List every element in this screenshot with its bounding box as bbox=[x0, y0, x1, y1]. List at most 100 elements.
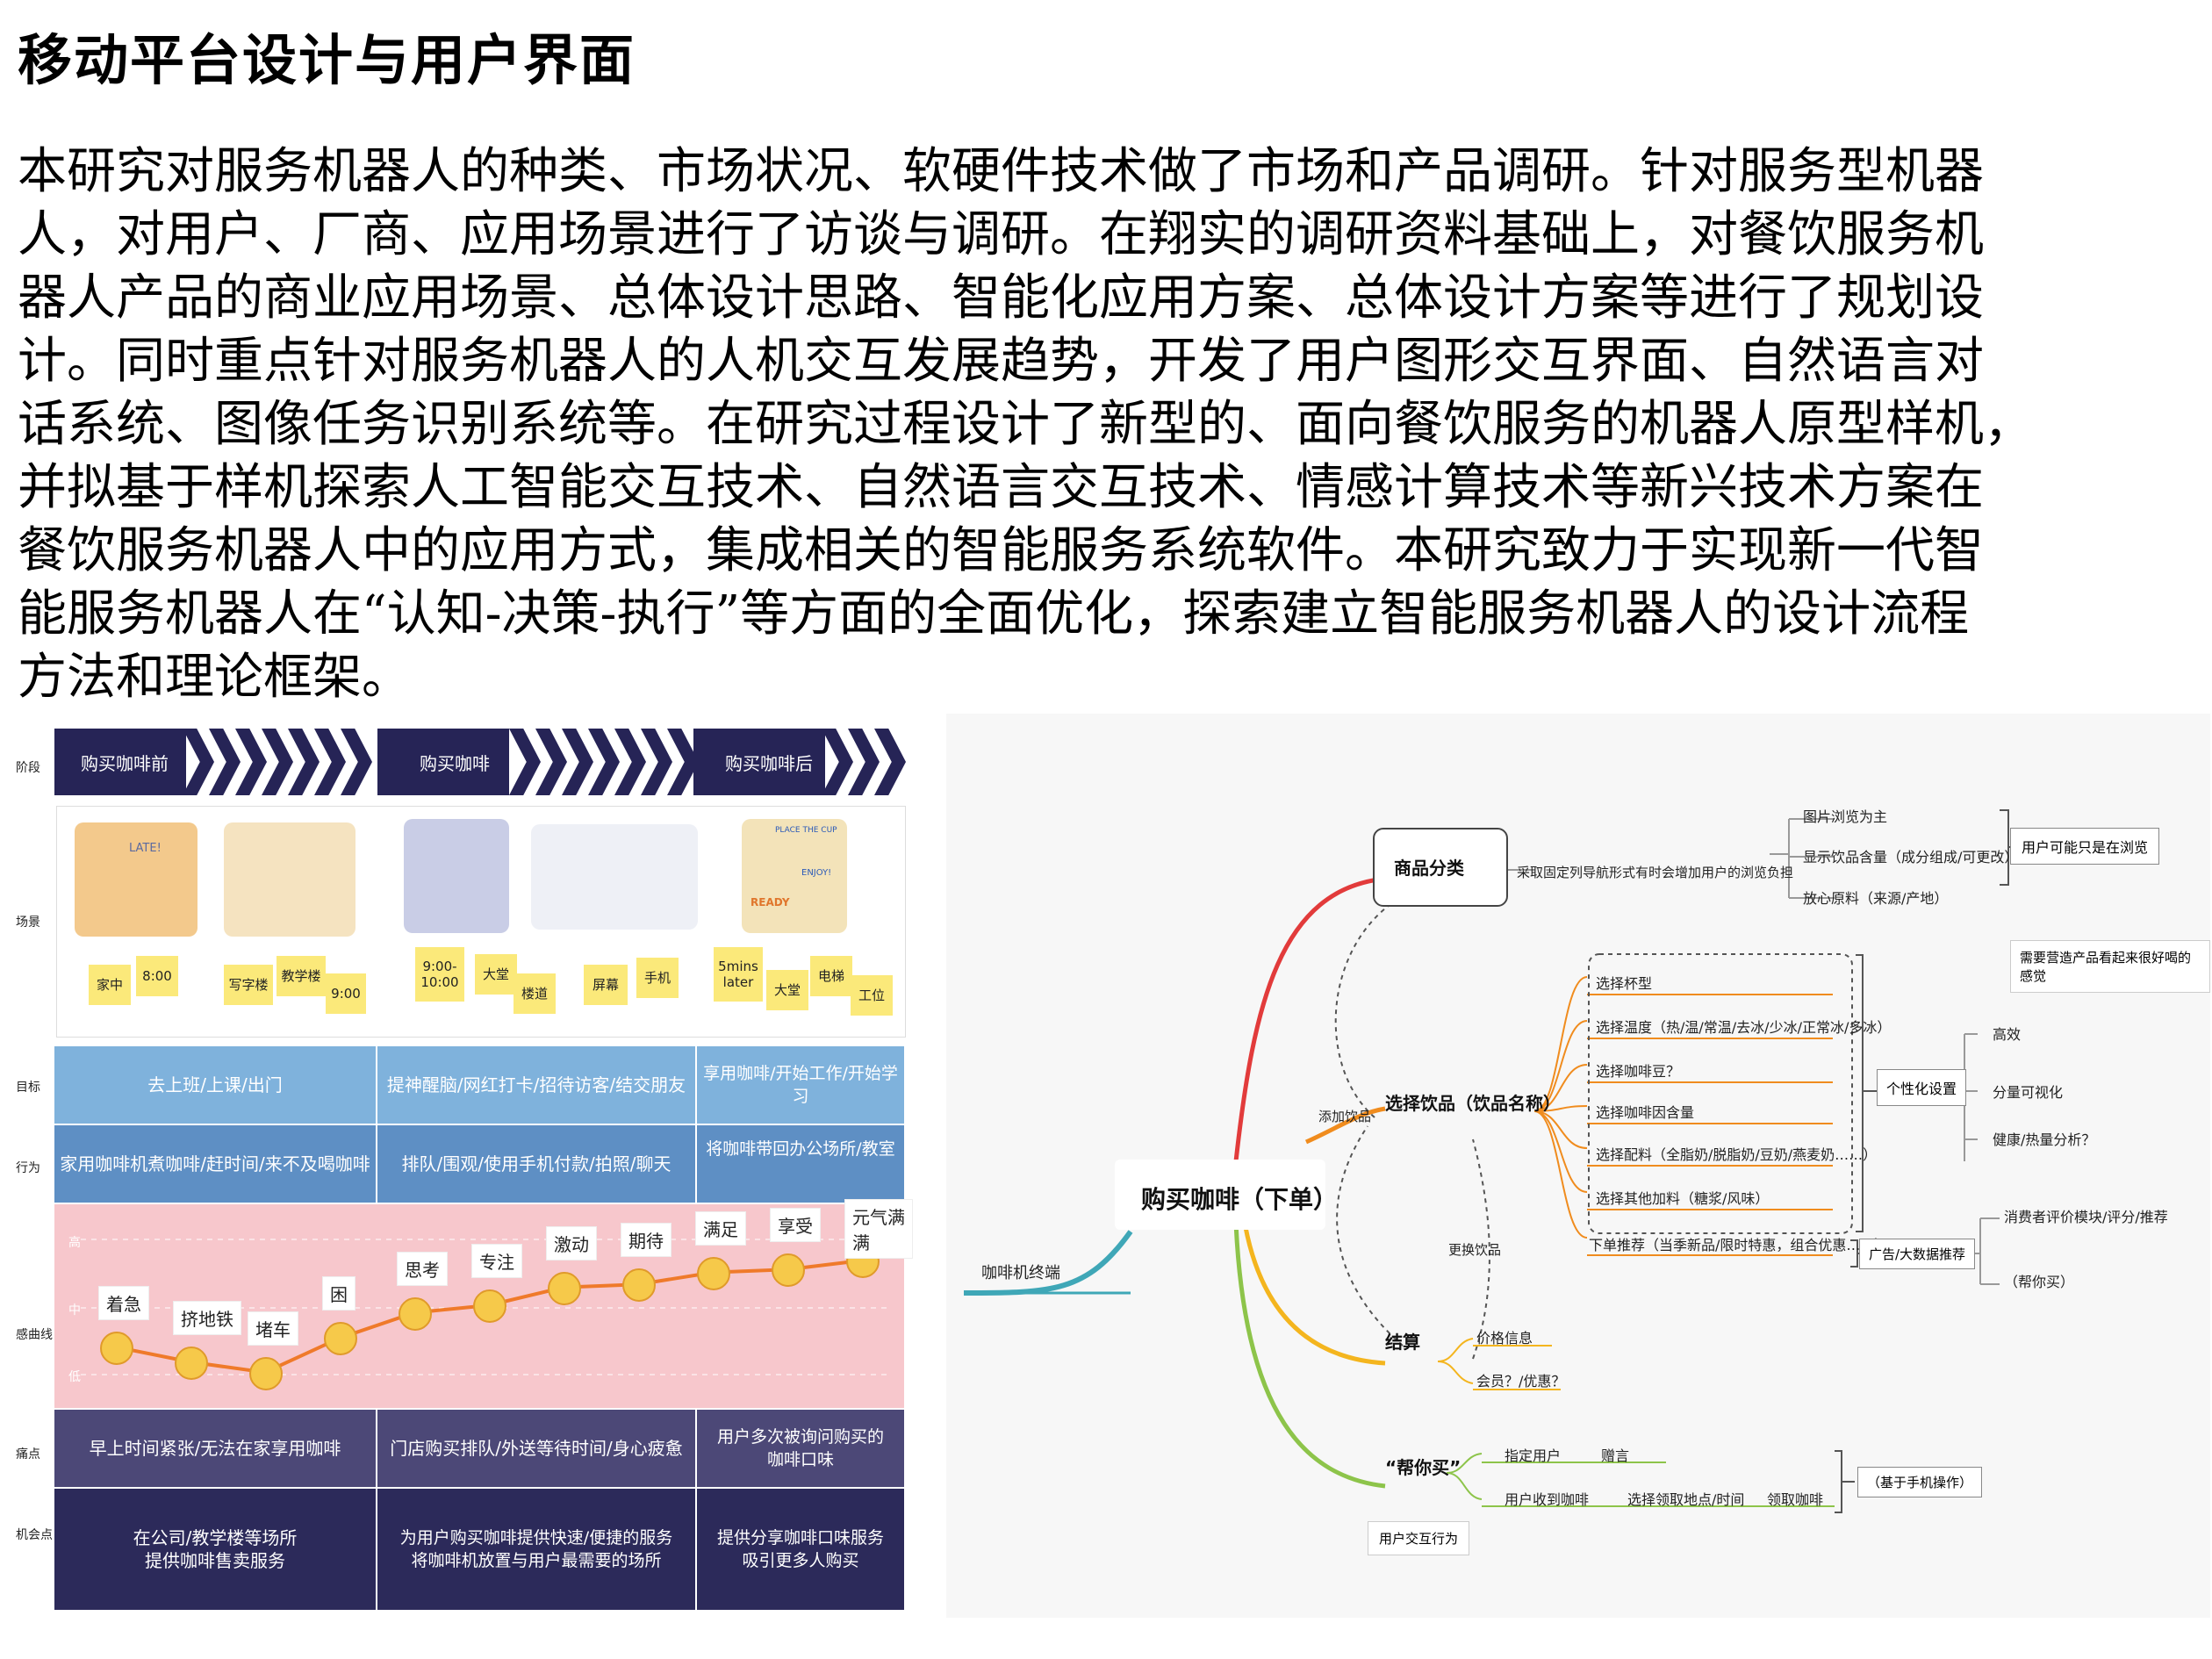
opportunity-cell: 为用户购买咖啡提供快速/便捷的服务 将咖啡机放置与用户最需要的场所 bbox=[377, 1489, 695, 1610]
emotion-label: 挤地铁 bbox=[173, 1300, 241, 1335]
home-coffee-machine-illustration: LATE! bbox=[75, 822, 198, 937]
category-node: 商品分类 bbox=[1373, 828, 1508, 907]
emotion-emoji-icon bbox=[772, 1253, 805, 1288]
root-label: 购买咖啡（下单） bbox=[1141, 1185, 1339, 1214]
scene-sticky: 楼道 bbox=[514, 973, 556, 1014]
emotion-emoji-icon bbox=[399, 1296, 432, 1331]
emotion-scale-mid: 中 bbox=[68, 1304, 81, 1318]
connector-category-items bbox=[1770, 818, 1835, 899]
personal-item: 健康/热量分析？ bbox=[1993, 1131, 2096, 1148]
scene-sticky: 家中 bbox=[89, 965, 131, 1005]
pain-cell: 用户多次被询问购买的 咖啡口味 bbox=[697, 1410, 904, 1487]
connector-change-drink bbox=[1472, 1138, 1490, 1360]
emotion-label: 思考 bbox=[397, 1251, 448, 1286]
scene-sticky: 写字楼 bbox=[224, 965, 273, 1005]
category-item: 放心原料（来源/产地） bbox=[1803, 890, 1949, 907]
choose-item: 选择杯型 bbox=[1596, 975, 1653, 992]
add-drink-label: 添加饮品 bbox=[1318, 1109, 1372, 1124]
goal-cell: 去上班/上课/出门 bbox=[54, 1046, 376, 1124]
category-note: 采取固定列导航形式有时会增加用户的浏览负担 bbox=[1517, 865, 1794, 880]
chevron-icon bbox=[822, 729, 853, 795]
personal-item: 分量可视化 bbox=[1993, 1084, 2064, 1101]
row-label-stage: 阶段 bbox=[16, 761, 40, 775]
connector-choose-items bbox=[1533, 976, 1588, 1239]
scene-text: ENJOY! bbox=[801, 868, 832, 878]
emotion-emoji-icon bbox=[473, 1289, 506, 1323]
scene-text: PLACE THE CUP bbox=[775, 826, 837, 835]
coffee-ready-illustration: PLACE THE CUP READY ENJOY! bbox=[742, 819, 847, 933]
row-label-action: 行为 bbox=[16, 1161, 40, 1175]
emotion-emoji-icon bbox=[697, 1256, 730, 1290]
personal-node: 个性化设置 bbox=[1877, 1069, 1967, 1106]
paragraph-line: 话系统、图像任务识别系统等。在研究过程设计了新型的、面向餐饮服务的机器人原型样机… bbox=[18, 396, 2033, 453]
personal-item: 高效 bbox=[1993, 1026, 2022, 1043]
paragraph-line: 计。同时重点针对服务机器人的人机交互发展趋势，开发了用户图形交互界面、自然语言对 bbox=[18, 333, 1984, 390]
row-label-pain: 痛点 bbox=[16, 1447, 40, 1462]
checkout-underlines bbox=[1473, 1345, 1561, 1390]
scene-text: LATE! bbox=[129, 842, 162, 855]
scene-sticky: 手机 bbox=[636, 958, 679, 998]
emotion-label: 元气满满 bbox=[844, 1199, 913, 1259]
node-terminal: 咖啡机终端 bbox=[981, 1264, 1060, 1282]
checkout-item: 会员？/优惠？ bbox=[1476, 1373, 1566, 1390]
emotion-label: 堵车 bbox=[248, 1311, 298, 1346]
coffee-cart-illustration bbox=[531, 824, 698, 930]
action-cell: 排队/围观/使用手机付款/拍照/聊天 bbox=[377, 1125, 695, 1203]
item-underlines bbox=[1587, 994, 1833, 1256]
row-label-opportunity: 机会点 bbox=[16, 1528, 53, 1542]
ad-node: 广告/大数据推荐 bbox=[1859, 1239, 1976, 1269]
choose-item: 选择配料（全脂奶/脱脂奶/豆奶/燕麦奶……） bbox=[1596, 1146, 1878, 1163]
connector-checkout bbox=[1242, 1222, 1386, 1366]
goal-cell: 提神醒脑/网红打卡/招待访客/结交朋友 bbox=[377, 1046, 695, 1124]
scene-sticky: 9:00 bbox=[326, 973, 366, 1014]
emotion-label: 激动 bbox=[546, 1225, 597, 1260]
help-item: 指定用户 bbox=[1505, 1447, 1562, 1464]
pain-cell: 门店购买排队/外送等待时间/身心疲惫 bbox=[377, 1410, 695, 1487]
choose-item: 选择咖啡豆？ bbox=[1596, 1063, 1681, 1080]
connector-add-drink bbox=[1334, 895, 1404, 1118]
connector-loop bbox=[1336, 1125, 1404, 1347]
stage-block bbox=[377, 729, 509, 795]
paragraph-line: 本研究对服务机器人的种类、市场状况、软硬件技术做了市场和产品调研。针对服务型机器 bbox=[18, 143, 1984, 200]
ad-item: （帮你买） bbox=[2004, 1274, 2075, 1290]
action-cell: 将咖啡带回办公场所/教室 bbox=[697, 1125, 904, 1203]
help-item: 用户收到咖啡 bbox=[1505, 1491, 1590, 1508]
goal-cell: 享用咖啡/开始工作/开始学习 bbox=[697, 1046, 904, 1124]
top-note: 需要营造产品看起来很好喝的感觉 bbox=[2010, 940, 2210, 993]
mindmap-connectors bbox=[963, 809, 2019, 1513]
help-summary: （基于手机操作） bbox=[1857, 1467, 1983, 1497]
scene-sticky: 工位 bbox=[851, 975, 893, 1016]
connector-choose bbox=[1304, 1106, 1386, 1145]
category-item: 显示饮品含量（成分组成/可更改） bbox=[1803, 849, 2019, 865]
emotion-emoji-icon bbox=[324, 1322, 357, 1356]
journey-map: 阶段 场景 目标 行为 感曲线 痛点 机会点 购买咖啡前 购买咖啡 购买咖啡后 … bbox=[0, 729, 913, 1659]
stage-block bbox=[693, 729, 825, 795]
category-summary: 用户可能只是在浏览 bbox=[2010, 828, 2160, 865]
paragraph-line: 人，对用户、厂商、应用场景进行了访谈与调研。在翔实的调研资料基础上，对餐饮服务机 bbox=[18, 206, 1984, 263]
root-node: 购买咖啡（下单） bbox=[1115, 1160, 1338, 1230]
category-label: 商品分类 bbox=[1394, 858, 1464, 879]
choose-recommend: 下单推荐（当季新品/限时特惠，组合优惠……） bbox=[1589, 1237, 1889, 1253]
connector-personal bbox=[1863, 1090, 1878, 1253]
emotion-label: 期待 bbox=[621, 1223, 672, 1258]
help-item: 赠言 bbox=[1601, 1447, 1630, 1464]
connector-help-items bbox=[1446, 1453, 1483, 1500]
page-title: 移动平台设计与用户界面 bbox=[18, 28, 636, 92]
choose-item: 选择咖啡因含量 bbox=[1596, 1104, 1695, 1121]
emotion-emoji-icon bbox=[100, 1331, 133, 1365]
checkout-item: 价格信息 bbox=[1476, 1330, 1533, 1347]
stage-label: 购买咖啡前 bbox=[81, 753, 169, 774]
paragraph-line: 器人产品的商业应用场景、总体设计思路、智能化应用方案、总体设计方案等进行了规划设 bbox=[18, 269, 1984, 327]
connector-help bbox=[1233, 1222, 1386, 1489]
help-underlines bbox=[1482, 1462, 1835, 1507]
pain-cell: 早上时间紧张/无法在家享用咖啡 bbox=[54, 1410, 376, 1487]
paragraph-line: 方法和理论框架。 bbox=[18, 649, 411, 706]
vending-machine-illustration bbox=[404, 819, 509, 933]
scene-sticky: 教学楼 bbox=[276, 956, 326, 996]
scene-sticky: 大堂 bbox=[766, 970, 808, 1010]
paragraph-line: 能服务机器人在“认知-决策-执行”等方面的全面优化，探索建立智能服务机器人的设计… bbox=[18, 585, 1970, 643]
emotion-label: 满足 bbox=[695, 1210, 746, 1246]
emotion-emoji-icon bbox=[548, 1271, 581, 1305]
emotion-scale-low: 低 bbox=[68, 1370, 81, 1384]
ad-item: 消费者评价模块/评分/推荐 bbox=[2004, 1209, 2168, 1225]
